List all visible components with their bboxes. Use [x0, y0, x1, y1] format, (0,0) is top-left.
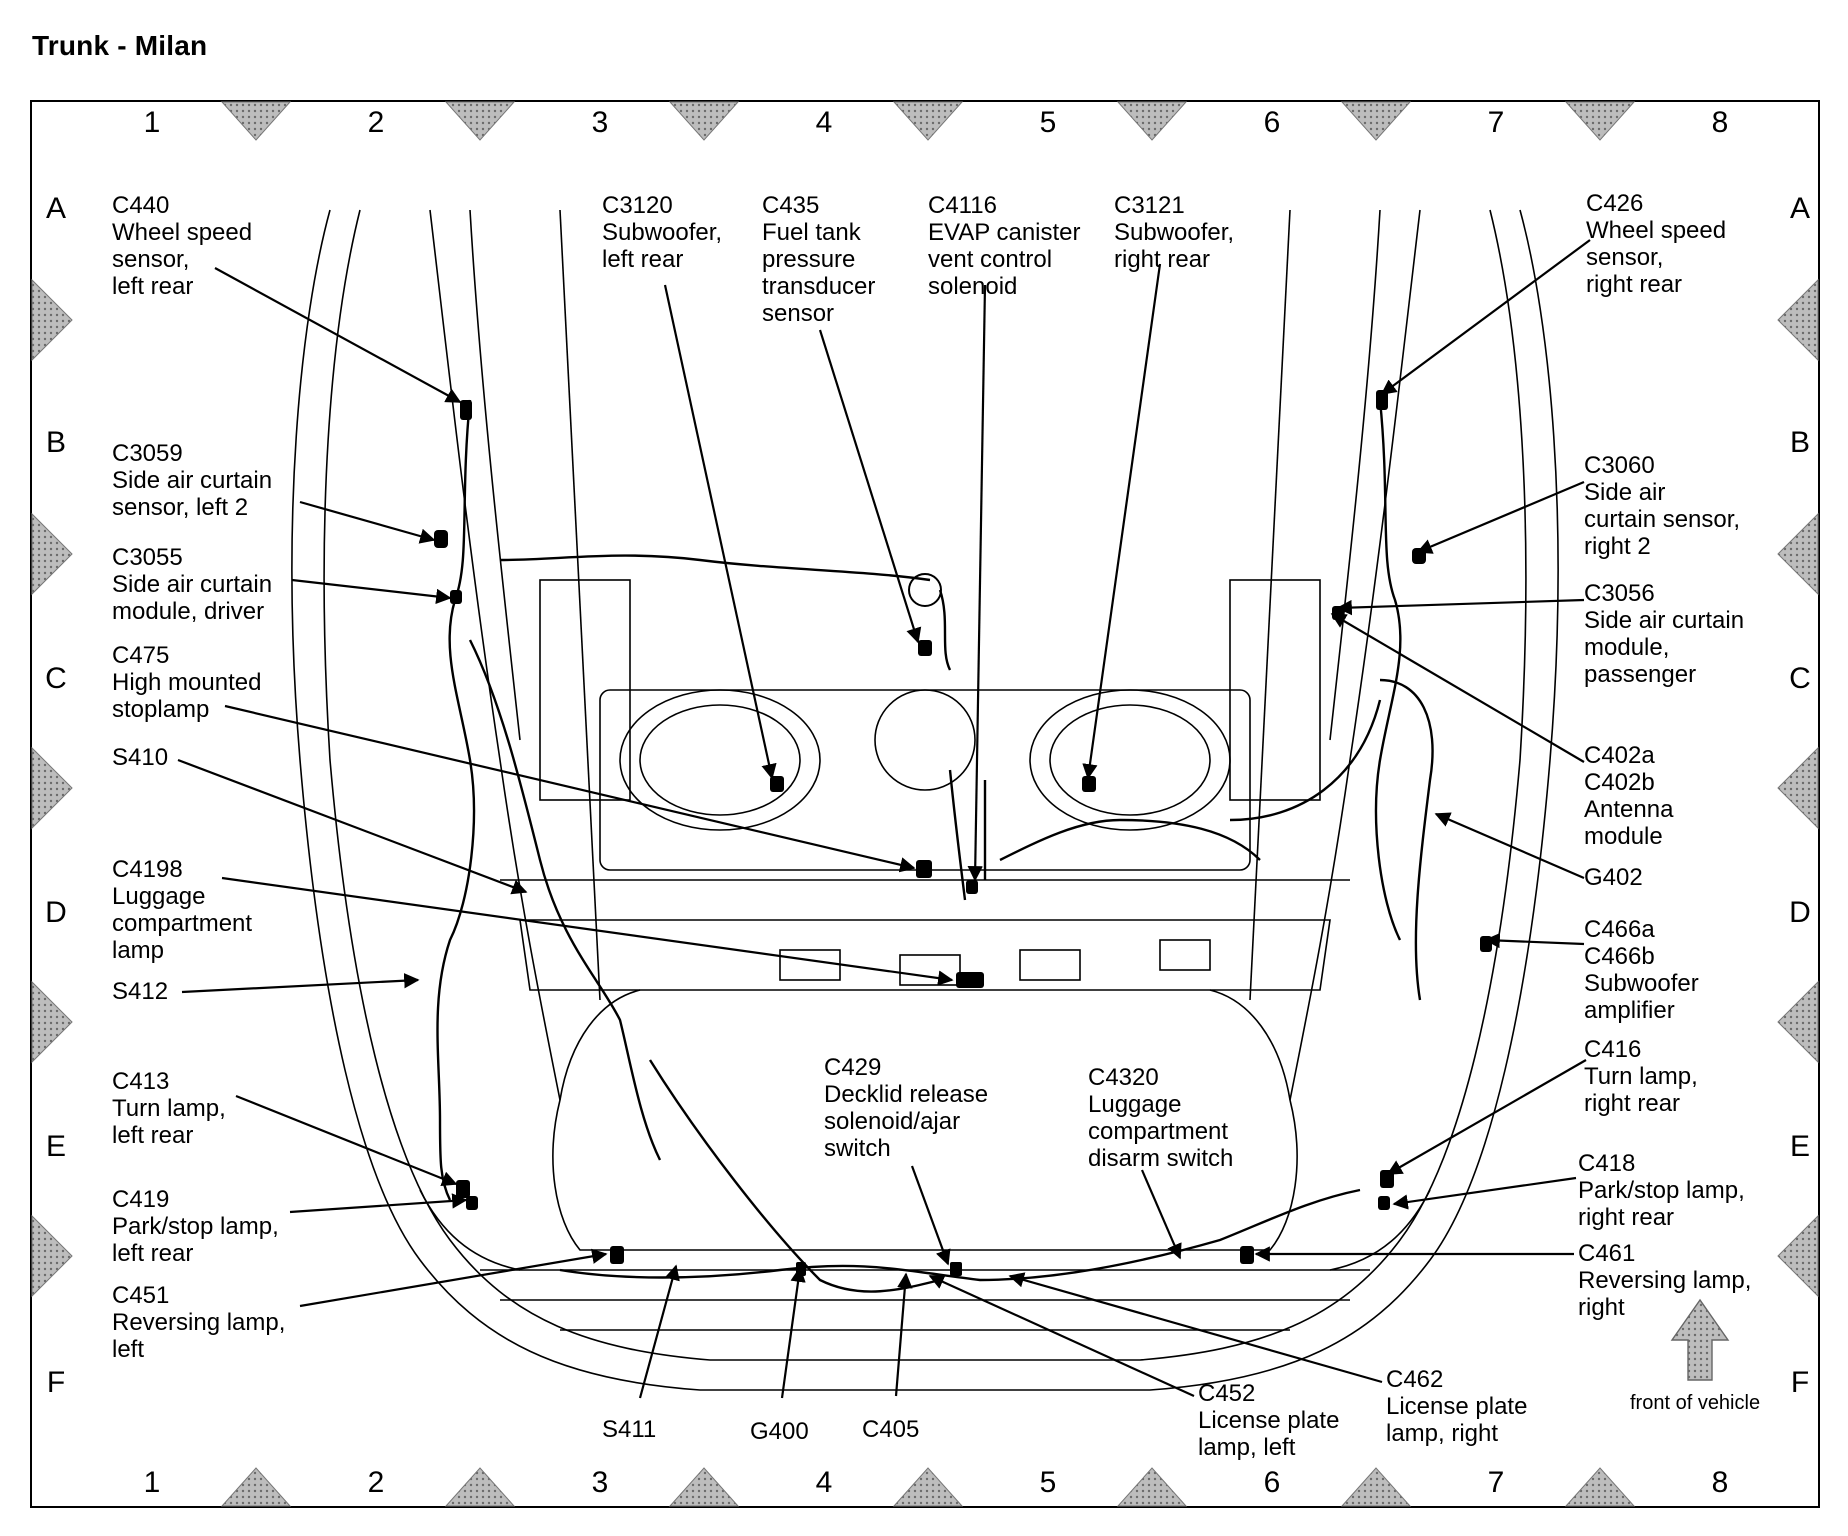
grid-row-F-right: F	[1790, 1366, 1810, 1399]
grid-row-A-left: A	[45, 192, 66, 225]
grid-row-D-right: D	[1789, 896, 1811, 929]
grid-markers	[31, 101, 1819, 1507]
leader-lines	[177, 239, 1591, 1399]
grid-col-4-top: 4	[815, 106, 833, 139]
callout-S410: S410	[112, 744, 169, 771]
grid-col-3-bottom: 3	[591, 1466, 609, 1499]
grid-row-E-right: E	[1789, 1130, 1810, 1163]
grid-col-7-top: 7	[1487, 106, 1505, 139]
grid-row-C-left: C	[45, 662, 67, 695]
grid-row-D-left: D	[45, 896, 67, 929]
callout-G402: G402	[1584, 864, 1643, 891]
grid-row-A-right: A	[1789, 192, 1810, 225]
page-title: Trunk - Milan	[32, 30, 208, 61]
grid-col-8-top: 8	[1711, 106, 1729, 139]
callout-C462: C462 License plate lamp, right	[1386, 1366, 1528, 1447]
front-of-vehicle-label: front of vehicle	[1630, 1392, 1761, 1414]
callout-C419: C419 Park/stop lamp, left rear	[112, 1186, 279, 1267]
callout-C3120: C3120 Subwoofer, left rear	[602, 192, 723, 273]
callout-C429: C429 Decklid release solenoid/ajar switc…	[824, 1054, 989, 1162]
grid-row-F-left: F	[46, 1366, 66, 1399]
grid-col-7-bottom: 7	[1487, 1466, 1505, 1499]
grid-col-6-bottom: 6	[1263, 1466, 1281, 1499]
callout-C475: C475 High mounted stoplamp	[112, 642, 262, 723]
grid-col-8-bottom: 8	[1711, 1466, 1729, 1499]
callout-C451: C451 Reversing lamp, left	[112, 1282, 286, 1363]
callout-C4116: C4116 EVAP canister vent control solenoi…	[928, 192, 1081, 300]
callout-C402: C402a C402b Antenna module	[1584, 742, 1674, 850]
callout-C3055: C3055 Side air curtain module, driver	[112, 544, 273, 625]
callout-G400: G400	[750, 1418, 809, 1445]
grid-row-E-left: E	[45, 1130, 66, 1163]
callout-C413: C413 Turn lamp, left rear	[112, 1068, 226, 1149]
vehicle-body	[291, 209, 1559, 1391]
callout-C461: C461 Reversing lamp, right	[1578, 1240, 1752, 1321]
callout-C466: C466a C466b Subwoofer amplifier	[1584, 916, 1699, 1024]
grid-row-C-right: C	[1789, 662, 1811, 695]
callout-C452: C452 License plate lamp, left	[1198, 1380, 1340, 1461]
callout-C435: C435 Fuel tank pressure transducer senso…	[762, 192, 876, 327]
callout-C418: C418 Park/stop lamp, right rear	[1578, 1150, 1745, 1231]
callout-C4198: C4198 Luggage compartment lamp	[112, 856, 253, 964]
grid-col-6-top: 6	[1263, 106, 1281, 139]
callout-C426: C426 Wheel speed sensor, right rear	[1586, 190, 1727, 298]
grid-col-3-top: 3	[591, 106, 609, 139]
callout-C4320: C4320 Luggage compartment disarm switch	[1088, 1064, 1234, 1172]
callout-S412: S412	[112, 978, 169, 1005]
callout-C440: C440 Wheel speed sensor, left rear	[112, 192, 253, 300]
grid-col-5-top: 5	[1039, 106, 1057, 139]
diagram-frame	[30, 100, 1820, 1508]
grid-col-1-bottom: 1	[143, 1466, 161, 1499]
callout-C405: C405	[862, 1416, 920, 1443]
grid-col-4-bottom: 4	[815, 1466, 833, 1499]
callout-C3059: C3059 Side air curtain sensor, left 2	[112, 440, 273, 521]
wiring-harness	[436, 399, 1434, 1293]
callout-C3060: C3060 Side air curtain sensor, right 2	[1584, 452, 1741, 560]
grid-col-1-top: 1	[143, 106, 161, 139]
grid-col-5-bottom: 5	[1039, 1466, 1057, 1499]
grid-row-B-right: B	[1789, 426, 1810, 459]
grid-col-2-bottom: 2	[367, 1466, 385, 1499]
callout-S411: S411	[602, 1416, 657, 1443]
front-arrow-icon	[1670, 1298, 1730, 1381]
callout-C416: C416 Turn lamp, right rear	[1584, 1036, 1698, 1117]
grid-col-2-top: 2	[367, 106, 385, 139]
grid-row-B-left: B	[45, 426, 66, 459]
callout-C3121: C3121 Subwoofer, right rear	[1114, 192, 1235, 273]
callout-C3056: C3056 Side air curtain module, passenger	[1584, 580, 1745, 688]
